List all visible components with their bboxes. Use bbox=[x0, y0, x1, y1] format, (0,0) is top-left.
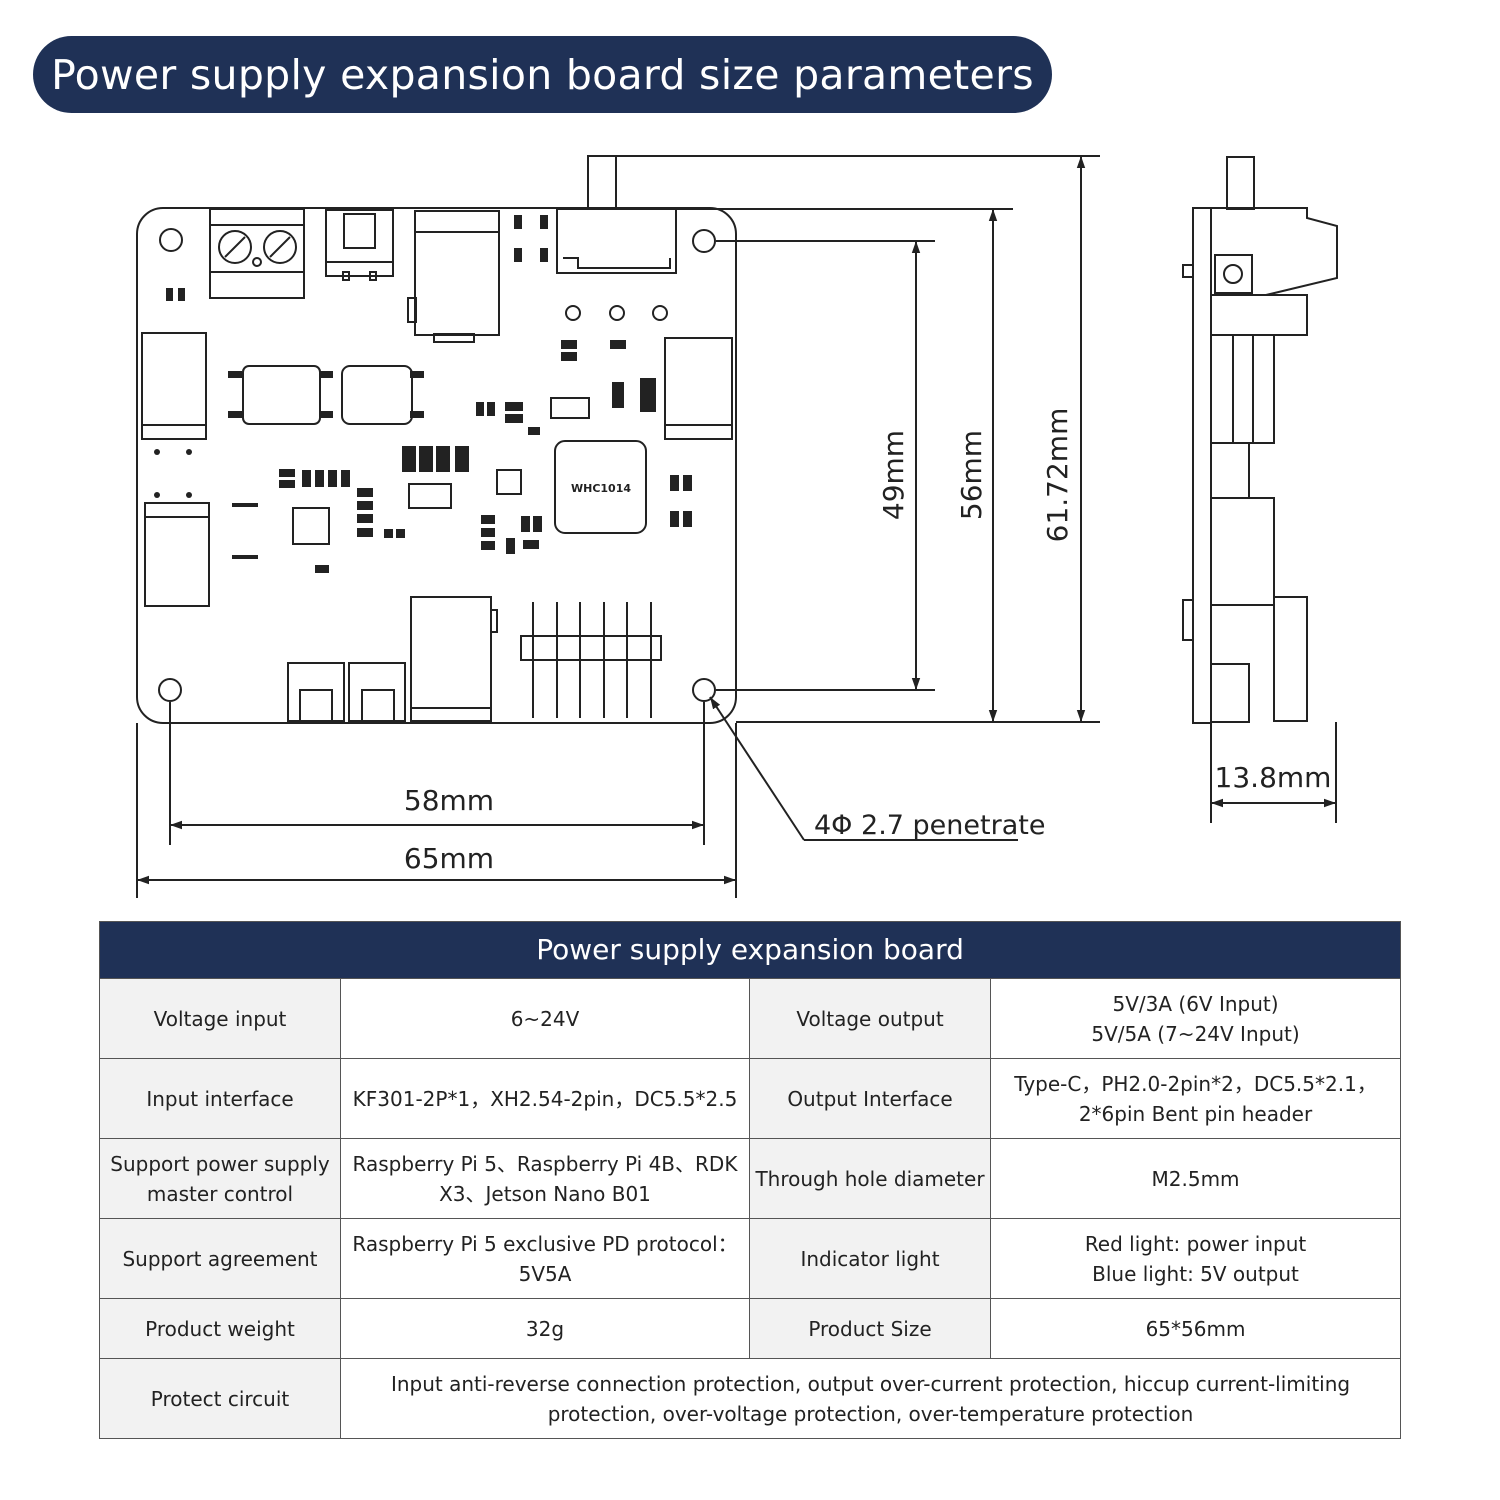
row-label: Support agreement bbox=[99, 1218, 341, 1299]
table-row: Input interface KF301-2P*1，XH2.54-2pin，D… bbox=[99, 1058, 1402, 1139]
table-row: Support agreement Raspberry Pi 5 exclusi… bbox=[99, 1218, 1402, 1299]
spec-table: Power supply expansion board Voltage inp… bbox=[98, 921, 1402, 1439]
row-value: 6~24V bbox=[340, 978, 750, 1059]
row-value: 65*56mm bbox=[989, 1298, 1402, 1359]
type-c-connector bbox=[556, 155, 677, 274]
ph2-connector bbox=[287, 662, 406, 722]
capacitor bbox=[144, 502, 210, 607]
row-label: Input interface bbox=[99, 1058, 341, 1139]
dim-label-56: 56mm bbox=[955, 430, 988, 520]
row-label: Protect circuit bbox=[99, 1358, 341, 1439]
dc-jack-bottom bbox=[410, 596, 498, 722]
dim-label-58: 58mm bbox=[404, 784, 494, 817]
pin-header bbox=[520, 602, 662, 718]
row-value: Input anti-reverse connection protection… bbox=[339, 1358, 1402, 1439]
table-row: Protect circuit Input anti-reverse conne… bbox=[99, 1358, 1402, 1439]
mounting-hole bbox=[159, 228, 183, 252]
row-label: Product weight bbox=[99, 1298, 341, 1359]
row-value: 5V/3A (6V Input) 5V/5A (7~24V Input) bbox=[989, 978, 1402, 1059]
row-label: Voltage output bbox=[749, 978, 991, 1059]
row-value: Raspberry Pi 5、Raspberry Pi 4B、RDK X3、Je… bbox=[340, 1138, 750, 1219]
row-value: Type-C，PH2.0-2pin*2，DC5.5*2.1， 2*6pin Be… bbox=[989, 1058, 1402, 1139]
title-banner: Power supply expansion board size parame… bbox=[33, 36, 1052, 113]
row-label: Support power supply master control bbox=[99, 1138, 341, 1219]
mounting-hole bbox=[692, 229, 716, 253]
chip-label: WHC1014 bbox=[571, 482, 631, 495]
row-label: Through hole diameter bbox=[749, 1138, 991, 1219]
board-top-view bbox=[136, 155, 737, 724]
table-row: Voltage input 6~24V Voltage output 5V/3A… bbox=[99, 978, 1402, 1059]
inductor-chip bbox=[554, 440, 647, 534]
dim-label-65: 65mm bbox=[404, 842, 494, 875]
mounting-hole bbox=[158, 678, 182, 702]
dc-jack-top bbox=[407, 210, 500, 343]
board-dimension-drawing: WHC1014 49mm 56mm 61.72mm 58mm 65mm 4Φ 2… bbox=[136, 155, 1338, 898]
power-ic bbox=[341, 365, 413, 425]
power-ic bbox=[242, 365, 321, 425]
row-value: Raspberry Pi 5 exclusive PD protocol： 5V… bbox=[340, 1218, 750, 1299]
row-label: Output Interface bbox=[749, 1058, 991, 1139]
board-outline bbox=[136, 207, 737, 724]
hole-leader bbox=[709, 696, 805, 841]
smd-components bbox=[154, 215, 692, 573]
row-value: 32g bbox=[340, 1298, 750, 1359]
dimension-lines bbox=[136, 155, 1100, 898]
row-label: Voltage input bbox=[99, 978, 341, 1059]
row-value: Red light: power input Blue light: 5V ou… bbox=[989, 1218, 1402, 1299]
capacitor bbox=[664, 337, 733, 440]
capacitor bbox=[141, 332, 207, 440]
screw-terminal bbox=[209, 208, 305, 299]
page-title: Power supply expansion board size parame… bbox=[51, 50, 1034, 99]
row-value: KF301-2P*1，XH2.54-2pin，DC5.5*2.5 bbox=[340, 1058, 750, 1139]
dim-label-thickness: 13.8mm bbox=[1215, 761, 1332, 794]
row-label: Product Size bbox=[749, 1298, 991, 1359]
xh-connector bbox=[325, 209, 394, 281]
hole-note-label: 4Φ 2.7 penetrate bbox=[814, 810, 1045, 841]
board-side-view bbox=[1182, 156, 1338, 823]
table-header: Power supply expansion board bbox=[98, 921, 1402, 979]
table-row: Product weight 32g Product Size 65*56mm bbox=[99, 1298, 1402, 1359]
table-row: Support power supply master control Rasp… bbox=[99, 1138, 1402, 1219]
row-label: Indicator light bbox=[749, 1218, 991, 1299]
row-value: M2.5mm bbox=[989, 1138, 1402, 1219]
dim-label-61: 61.72mm bbox=[1041, 408, 1074, 543]
mounting-hole bbox=[692, 678, 716, 702]
dim-label-49: 49mm bbox=[877, 430, 910, 520]
